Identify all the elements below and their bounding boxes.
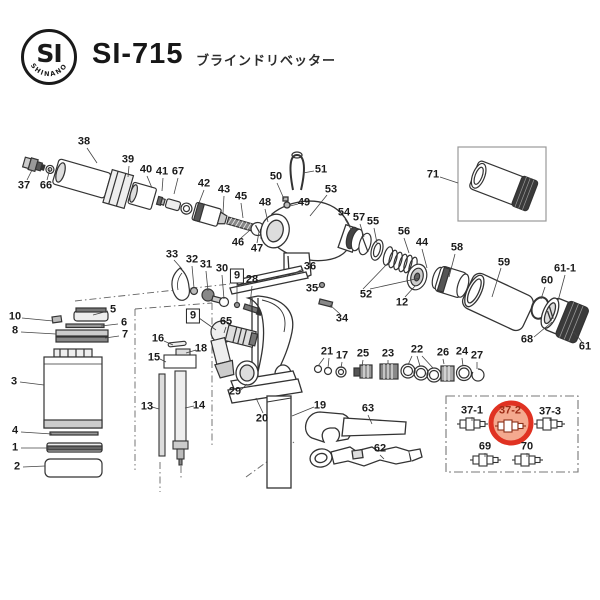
logo-monogram: SI [36, 39, 61, 68]
body-art [260, 151, 361, 279]
nose-tip-options-box [445, 395, 579, 473]
header: SI SHINANO SI-715 ブラインドリベッター [0, 0, 600, 95]
shinano-logo: SI SHINANO [21, 29, 77, 85]
cylinder-cap-art [461, 272, 589, 344]
nose-assembly-art [21, 156, 293, 247]
piston-stack-art [345, 226, 470, 298]
model-title: SI-715 [92, 38, 184, 70]
rods-art [158, 340, 197, 466]
small-parts-row-art [313, 363, 485, 383]
model-subtitle: ブラインドリベッター [196, 53, 337, 68]
wrench-art [304, 411, 423, 468]
valve-art [210, 320, 259, 379]
handle-art [227, 265, 309, 489]
canister-art [43, 307, 109, 478]
part-71-box [457, 146, 547, 222]
leader-lines [19, 147, 583, 468]
